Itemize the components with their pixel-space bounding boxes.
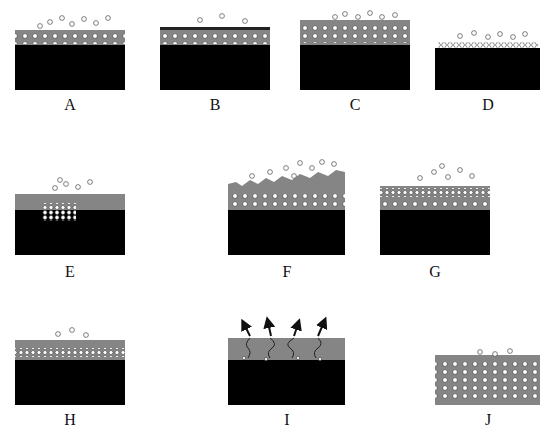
panel-letter: C (350, 97, 361, 113)
panel-letter: A (64, 97, 76, 113)
panel-letter: G (429, 264, 441, 280)
panel-d (435, 31, 540, 90)
panel-letter: J (485, 412, 491, 428)
panel-letter: H (64, 412, 76, 428)
panel-a (15, 16, 125, 90)
panel-f (228, 160, 345, 255)
panel-letter: F (283, 264, 292, 280)
panel-g (380, 164, 490, 255)
panel-letter: I (284, 412, 289, 428)
panel-c (300, 11, 410, 90)
panel-letter: B (210, 97, 221, 113)
panel-letter: E (65, 264, 75, 280)
panel-letter: D (482, 97, 494, 113)
panel-j (435, 349, 540, 405)
panel-e (15, 178, 125, 255)
panel-h (15, 328, 125, 405)
panel-i (228, 322, 345, 405)
panel-b (160, 14, 270, 90)
